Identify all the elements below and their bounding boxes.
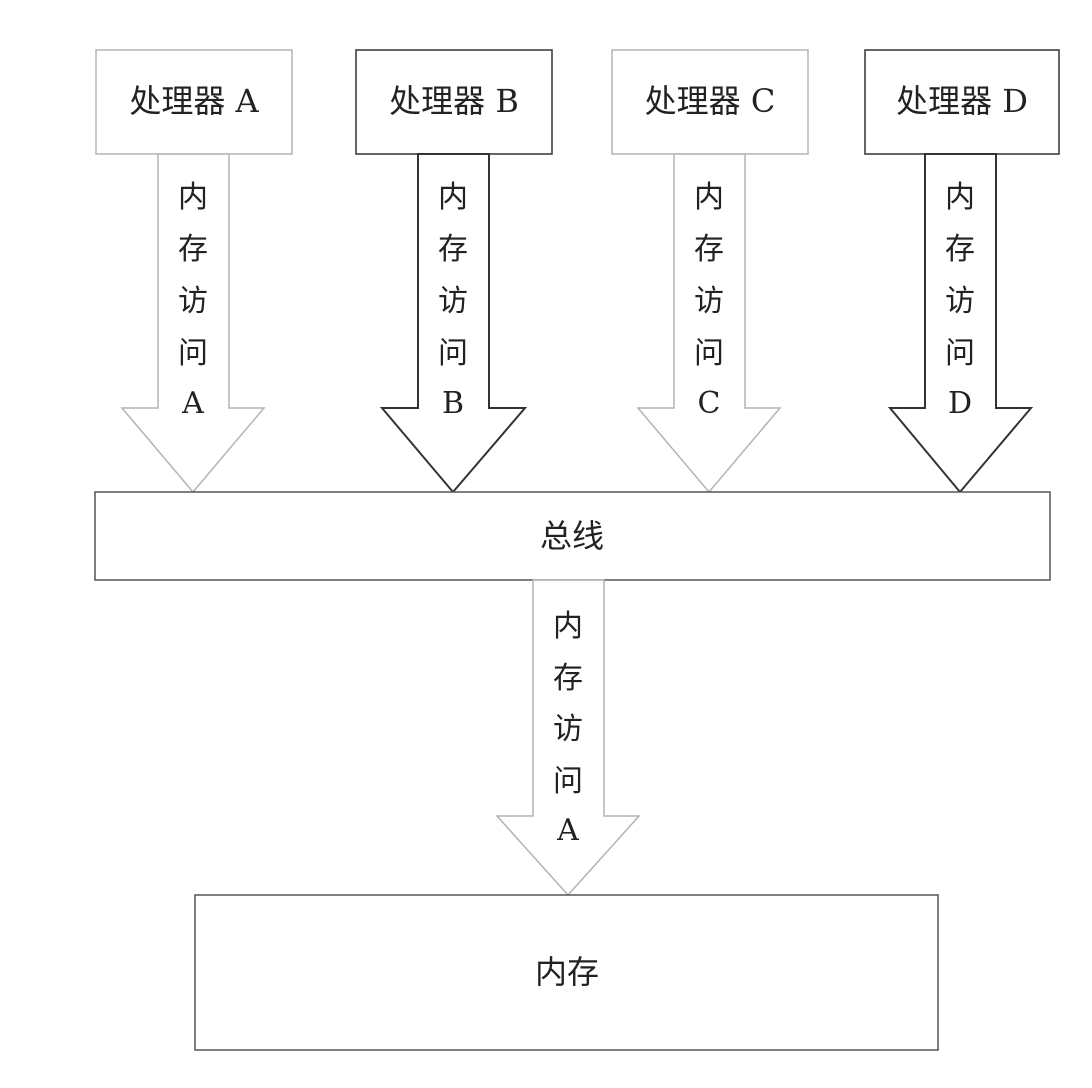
arrow-c-char-4: 问 (694, 336, 724, 371)
processor-b: 处理器 B (355, 49, 553, 155)
arrow-c-char-1: 内 (694, 180, 724, 215)
arrow-d-shape (887, 153, 1034, 494)
arrow-a-char-3: 访 (178, 284, 208, 319)
arrow-bus-char-1: 内 (553, 609, 583, 644)
arrow-d-char-1: 内 (945, 180, 975, 215)
arrow-b-char-1: 内 (438, 180, 468, 215)
arrow-c: 内 存 访 问 C (636, 153, 782, 494)
arrow-b-char-2: 存 (438, 232, 468, 267)
processor-b-label: 处理器 B (389, 82, 519, 120)
arrow-bus-to-memory: 内 存 访 问 A (495, 579, 641, 897)
arrow-a-char-4: 问 (178, 336, 208, 371)
arrow-b-char-4: 问 (438, 336, 468, 371)
processor-c: 处理器 C (611, 49, 809, 155)
arrow-d-char-4: 问 (945, 336, 975, 371)
arrow-c-char-5: C (698, 386, 721, 421)
processor-c-label: 处理器 C (645, 82, 776, 120)
arrow-a-char-2: 存 (178, 232, 208, 267)
processor-a-label: 处理器 A (129, 82, 259, 120)
processor-a-box (95, 49, 293, 155)
bus: 总线 (94, 491, 1051, 581)
arrow-b-char-3: 访 (438, 284, 468, 319)
arrow-b: 内 存 访 问 B (379, 153, 528, 494)
arrow-b-shape (379, 153, 528, 494)
processor-b-box (355, 49, 553, 155)
arrow-c-char-2: 存 (694, 232, 724, 267)
arrow-b-char-5: B (442, 386, 464, 421)
arrow-bus-char-4: 问 (553, 764, 583, 799)
arrow-a-char-5: A (181, 386, 204, 421)
arrow-a-char-1: 内 (178, 180, 208, 215)
processor-c-box (611, 49, 809, 155)
arrow-bus-char-2: 存 (553, 661, 583, 696)
processor-d-box (864, 49, 1060, 155)
bus-label: 总线 (540, 517, 604, 555)
arrow-c-shape (636, 153, 782, 494)
arrow-d-char-2: 存 (945, 232, 975, 267)
memory-box (194, 894, 939, 1051)
arrow-bus-char-3: 访 (553, 712, 583, 747)
arrow-bus-to-memory-shape (495, 579, 641, 897)
processor-d-label: 处理器 D (896, 82, 1028, 120)
processor-d: 处理器 D (864, 49, 1060, 155)
arrow-a: 内 存 访 问 A (120, 153, 266, 494)
arrow-d-char-5: D (948, 386, 972, 421)
memory-label: 内存 (535, 953, 599, 991)
arrow-d: 内 存 访 问 D (887, 153, 1034, 494)
arrow-c-char-3: 访 (694, 284, 724, 319)
bus-box (94, 491, 1051, 581)
memory: 内存 (194, 894, 939, 1051)
arrow-bus-char-5: A (556, 813, 579, 848)
arrow-a-shape (120, 153, 266, 494)
processor-a: 处理器 A (95, 49, 293, 155)
arrow-d-char-3: 访 (945, 284, 975, 319)
